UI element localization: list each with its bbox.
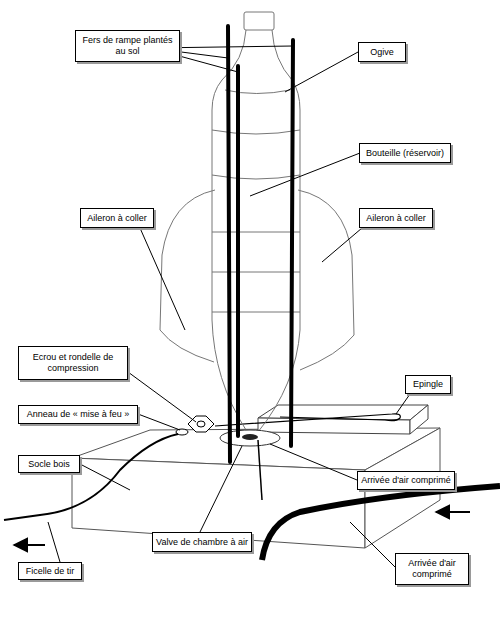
launch-rods [228, 26, 293, 462]
callout-box: Ficelle de tir [18, 562, 82, 580]
callout-label: Aileron à coller [366, 213, 426, 224]
callout-label: Arrivée d'air comprimé [399, 558, 465, 580]
bottle-outline [212, 30, 300, 432]
leader-line [80, 464, 130, 490]
callout-box: Arrivée d'air comprimé [357, 471, 455, 490]
callout-box: Socle bois [18, 455, 80, 473]
callout-box: Arrivée d'air comprimé [395, 553, 469, 585]
bottle [212, 12, 300, 432]
callout-label: Valve de chambre à air [156, 537, 248, 548]
callout-box: Bouteille (réservoir) [359, 143, 451, 163]
nut-ring [176, 416, 214, 435]
valve-stem [242, 434, 258, 440]
direction-arrow [14, 544, 45, 546]
callout-box: Fers de rampe plantés au sol [75, 30, 180, 62]
fin-left [160, 190, 215, 362]
callout-box: Ecrou et rondelle de compression [18, 346, 128, 380]
callout-label: Socle bois [28, 459, 70, 470]
callout-box: Aileron à coller [80, 208, 154, 228]
rod [291, 40, 293, 446]
air-inlet [258, 440, 262, 500]
air-hose [262, 486, 500, 560]
callout-label: Fers de rampe plantés au sol [79, 35, 176, 57]
leader-line [270, 444, 357, 480]
callout-label: Bouteille (réservoir) [366, 148, 444, 159]
washer [197, 421, 205, 427]
callout-label: Ogive [370, 47, 394, 58]
leader-line [48, 522, 60, 562]
leader-line [322, 228, 362, 262]
leader-line [200, 446, 242, 532]
fin-right [298, 190, 354, 370]
firing-string [4, 434, 178, 520]
callout-box: Epingle [405, 375, 451, 394]
plank-side [410, 405, 428, 434]
callout-box: Valve de chambre à air [152, 532, 252, 552]
leader-line [396, 394, 410, 414]
leader-line [138, 414, 180, 430]
callout-label: Anneau de « mise à feu » [27, 409, 130, 420]
rod [236, 66, 240, 436]
leader-line [250, 153, 360, 196]
callout-box: Aileron à coller [359, 208, 433, 228]
bottle-cap [244, 12, 274, 30]
callout-box: Ogive [358, 42, 406, 62]
rod [228, 26, 230, 462]
leader-line [140, 228, 185, 330]
bottle-joints [212, 90, 300, 312]
leader-line [285, 52, 358, 92]
fins [160, 190, 354, 370]
callout-label: Aileron à coller [87, 213, 147, 224]
callout-label: Ecrou et rondelle de compression [22, 352, 124, 374]
callout-label: Arrivée d'air comprimé [361, 475, 451, 486]
callout-box: Anneau de « mise à feu » [18, 405, 138, 424]
direction-arrow [436, 511, 470, 513]
callout-label: Epingle [413, 379, 443, 390]
leader-line [350, 522, 396, 568]
leader-lines [48, 46, 410, 568]
callout-label: Ficelle de tir [26, 566, 75, 577]
